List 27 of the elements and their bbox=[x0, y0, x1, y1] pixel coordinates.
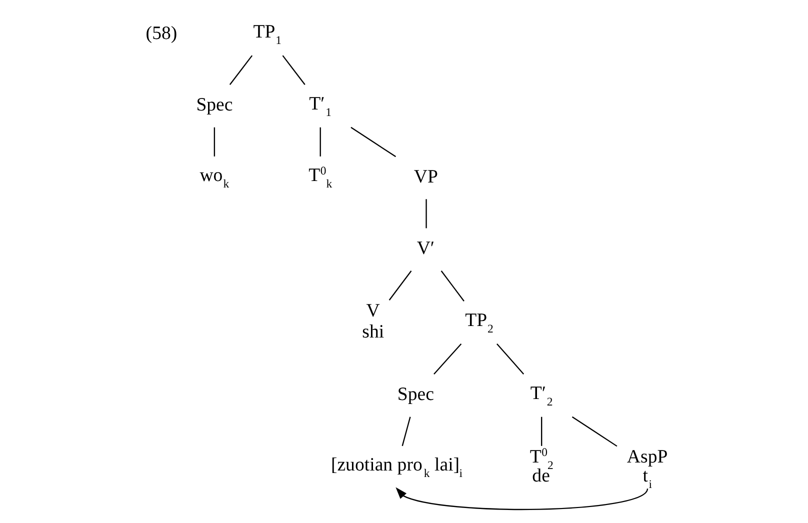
node-text: Spec bbox=[396, 384, 434, 406]
connector bbox=[571, 416, 617, 447]
node-text: T′$_{1}$ bbox=[308, 93, 332, 119]
node-text: V′ bbox=[416, 238, 434, 260]
node-text: AspP t$_{i}$ bbox=[626, 446, 668, 491]
connector bbox=[440, 270, 464, 302]
connector bbox=[282, 55, 305, 85]
node-text: wo$_{k}$ bbox=[199, 165, 229, 191]
connector bbox=[540, 416, 542, 446]
node-text: TP$_{2}$ bbox=[464, 310, 493, 336]
connector bbox=[213, 127, 215, 156]
node-text: VP bbox=[413, 166, 438, 188]
arrow bbox=[395, 487, 648, 510]
node-text: V shi bbox=[362, 300, 384, 343]
connector bbox=[433, 343, 462, 374]
connector bbox=[228, 55, 252, 85]
connector bbox=[401, 416, 410, 446]
node-text: Spec bbox=[196, 94, 232, 116]
node-text: [zuotian pro$_{k}$ lai]$_{i}$ bbox=[330, 454, 462, 480]
connector bbox=[388, 270, 412, 300]
connector bbox=[350, 126, 396, 158]
connector bbox=[319, 127, 320, 156]
label: (58) bbox=[145, 22, 177, 44]
node-text: T′$_{2}$ bbox=[530, 382, 552, 408]
connector bbox=[425, 199, 426, 228]
node-text: TP$_{1}$ bbox=[252, 22, 282, 48]
connector bbox=[496, 343, 524, 374]
